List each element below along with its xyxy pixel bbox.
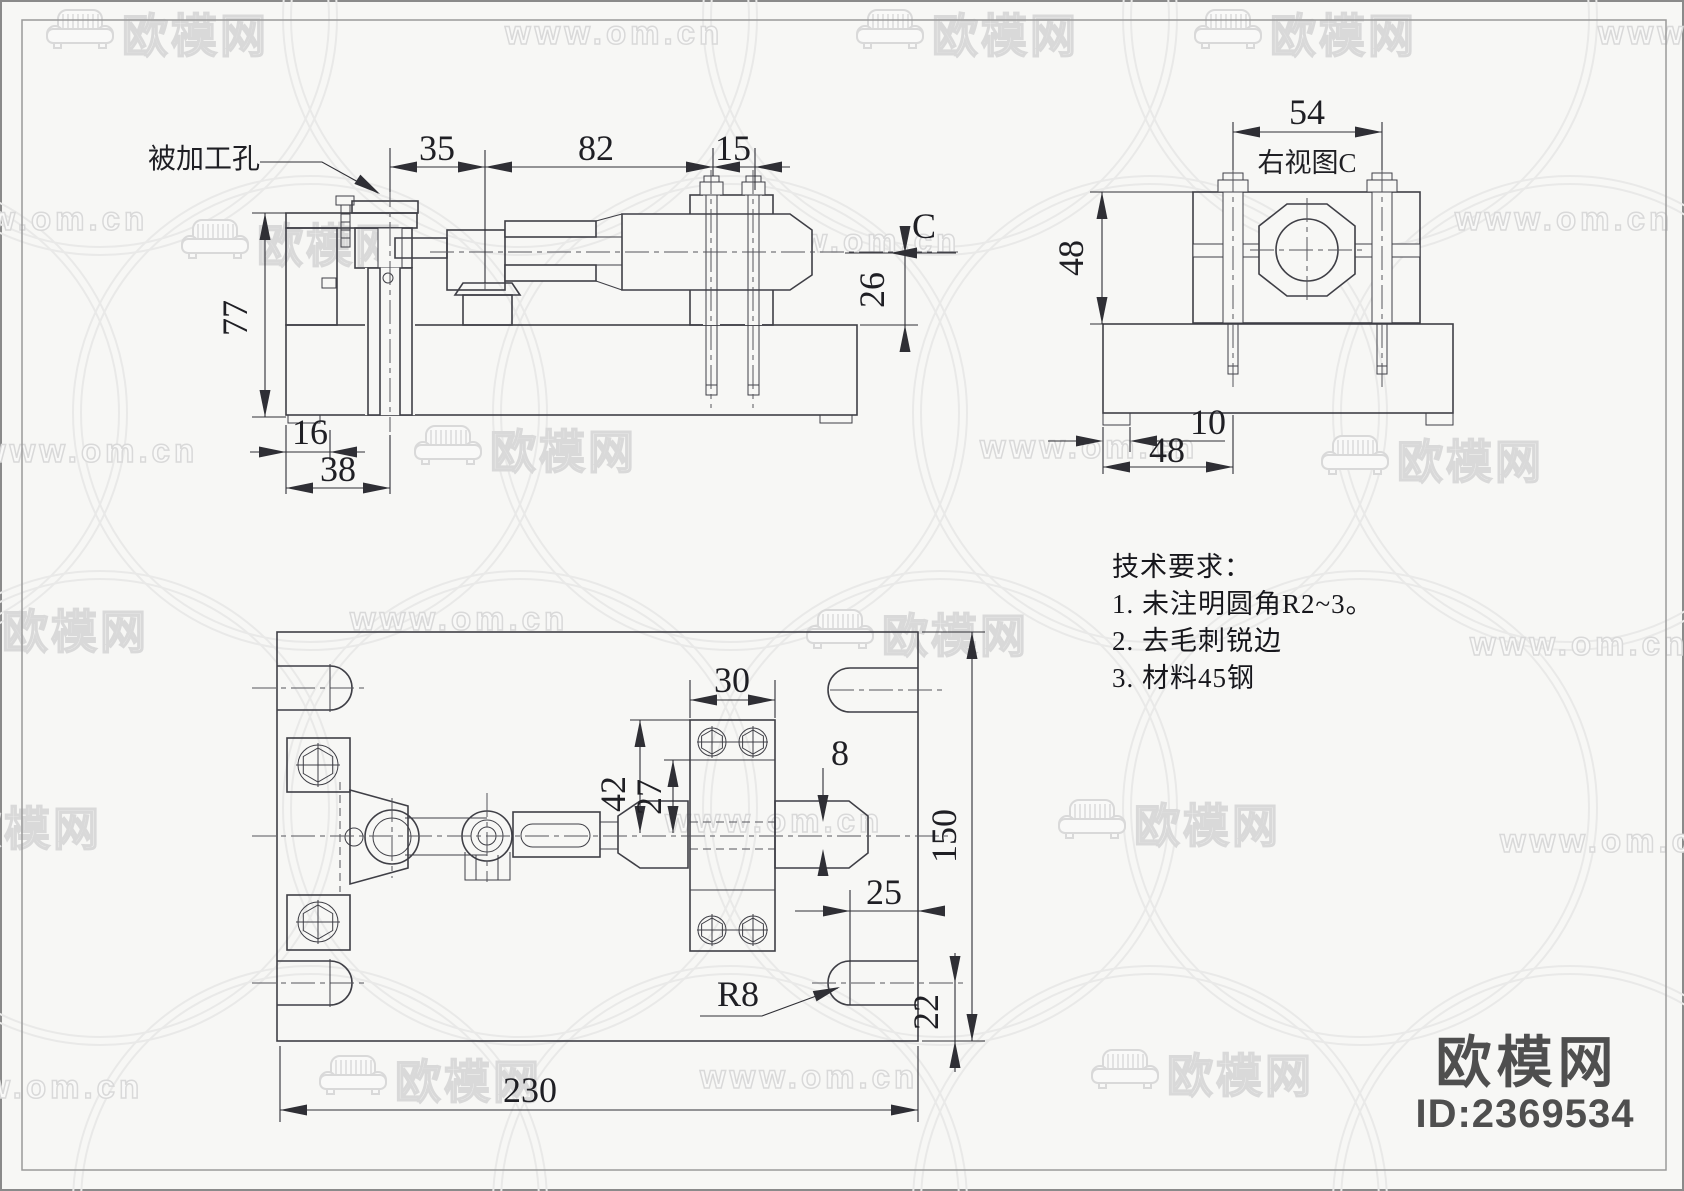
svg-text:欧模网: 欧模网 [490,426,637,478]
dim-230-label: 230 [503,1070,557,1110]
watermark-url: www.om.cn [1499,822,1684,859]
dim-15-label: 15 [715,128,751,168]
svg-text:欧模网: 欧模网 [395,1056,542,1108]
watermark-logo: 欧模网 [1091,1049,1314,1103]
plan-view [252,631,968,1042]
front-view-dimensions: 35 82 15 77 16 38 26 C 被加工孔 [148,128,956,494]
watermark-brand: 欧模网 [0,803,102,855]
dim-42-label: 42 [593,776,633,812]
watermark-url: www.om.cn [1454,200,1673,237]
watermark-logo: 欧模网 [414,425,637,479]
tech-requirement-item: 2. 去毛刺锐边 [1112,626,1282,656]
watermark-logo: 欧模网 [1321,435,1544,489]
watermark-url: www.om.cn [1469,625,1684,662]
svg-text:欧模网: 欧模网 [1397,436,1544,488]
watermark-logo: 欧模网 [856,9,1079,63]
watermark-url: www.om.cn [0,1068,143,1105]
watermark-logo: 欧模网 [806,609,1029,663]
side-view-title: 右视图C [1257,148,1356,178]
tech-requirement-item: 3. 材料45钢 [1112,663,1255,693]
drawing-border-frame [21,19,1667,1171]
dim-38-label: 38 [320,449,356,489]
watermark-logo: 欧模网 [46,9,269,63]
watermark-url: www.om.cn [699,1058,918,1095]
svg-text:欧模网: 欧模网 [1167,1050,1314,1102]
watermark-url: www.om.cn [979,428,1198,465]
plan-view-dimensions: 30 42 27 8 25 150 22 230 R8 [279,631,985,1122]
svg-text:欧模网: 欧模网 [2,606,149,658]
machined-hole-callout: 被加工孔 [148,143,260,175]
dim-77-label: 77 [215,300,255,336]
dim-8-label: 8 [831,733,849,773]
dim-150-label: 150 [924,809,964,863]
tech-requirement-item: 1. 未注明圆角R2~3。 [1112,589,1374,619]
asset-id-label: ID:2369534 [1415,1092,1635,1136]
dim-22-label: 22 [906,994,946,1030]
dim-27-label: 27 [629,779,669,815]
watermark-url: www.om.cn [0,200,148,237]
watermark-logo: 欧模网 [1194,9,1417,63]
watermark-logo: 欧模网 [319,1055,542,1109]
dim-35-label: 35 [419,128,455,168]
site-logo: 欧模网 [1435,1031,1619,1094]
dim-30-label: 30 [714,660,750,700]
dim-10-label: 10 [1190,402,1226,442]
svg-text:欧模网: 欧模网 [1134,800,1281,852]
technical-requirements: 技术要求： 1. 未注明圆角R2~3。 2. 去毛刺锐边 3. 材料45钢 [1112,549,1532,697]
svg-text:欧模网: 欧模网 [122,10,269,62]
watermark-logo: 欧模网 [1,605,149,659]
tech-requirements-title: 技术要求： [1112,552,1252,582]
section-c-label: C [912,206,936,246]
dim-25-label: 25 [866,872,902,912]
dim-48-height-label: 48 [1051,240,1091,276]
svg-text:欧模网: 欧模网 [932,10,1079,62]
side-view-dimensions: 54 右视图C 48 10 48 [1048,92,1383,474]
dim-82-label: 82 [578,128,614,168]
right-side-view [1102,168,1454,426]
watermark-url: www.om.cn [0,432,198,469]
radius-r8-label: R8 [717,974,759,1014]
dim-54-label: 54 [1289,92,1325,132]
svg-text:欧模网: 欧模网 [1270,10,1417,62]
watermark-url: www.om.cn [1597,14,1684,51]
dim-48-width-label: 48 [1149,430,1185,470]
svg-text:欧模网: 欧模网 [882,610,1029,662]
dim-16-label: 16 [292,412,328,452]
watermark-logo: 欧模网 [1058,799,1281,853]
dim-26-label: 26 [852,272,892,308]
watermark-url: www.om.cn [664,802,883,839]
